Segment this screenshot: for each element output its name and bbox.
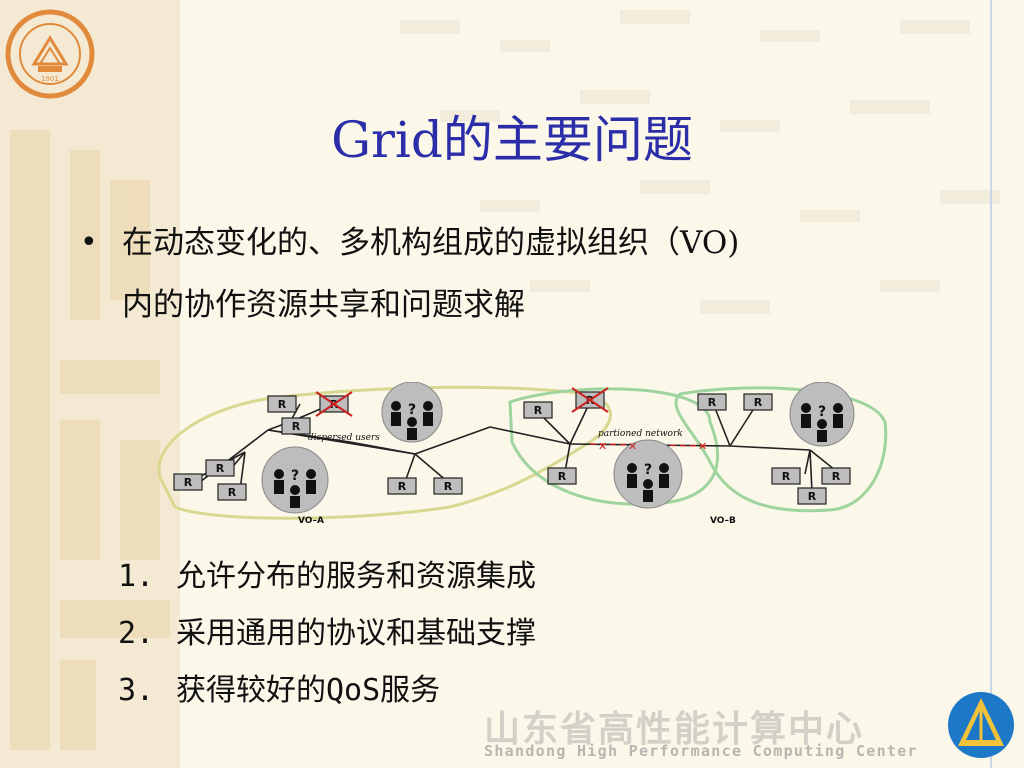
link-break-icon: ✕	[598, 440, 607, 453]
resource-label: R	[228, 486, 237, 499]
logo-year: 1901	[41, 75, 59, 83]
svg-text:?: ?	[291, 468, 299, 484]
svg-text:?: ?	[644, 462, 652, 478]
link-break-icon: ✕	[698, 440, 707, 453]
link-break-icon: ✕	[628, 440, 637, 453]
resource-label: R	[398, 480, 407, 493]
resource-label: R	[292, 420, 301, 433]
resource-label: R	[534, 404, 543, 417]
resource-label: R	[558, 470, 567, 483]
vo-a-label: VO–A	[298, 516, 324, 526]
user-group-node	[261, 446, 329, 514]
center-name-zh: 山东省高性能计算中心	[484, 709, 865, 750]
list-text: 允许分布的服务和资源集成	[176, 559, 536, 594]
list-number: 1.	[118, 559, 155, 594]
center-name-en: Shandong High Performance Computing Cent…	[484, 742, 918, 760]
computing-center-logo	[948, 692, 1014, 758]
bullet-line-1: 在动态变化的、多机构组成的虚拟组织（VO)	[122, 225, 740, 261]
bullet-icon: •	[80, 225, 98, 260]
university-logo: 1901	[5, 9, 95, 99]
resource-label: R	[444, 480, 453, 493]
list-number: 2.	[118, 616, 155, 651]
partioned-network-label: partioned network	[598, 429, 683, 439]
resource-label: R	[278, 398, 287, 411]
vo-b-label: VO–B	[710, 516, 736, 526]
list-number: 3.	[118, 673, 155, 708]
numbered-list: 1. 允许分布的服务和资源集成 2. 采用通用的协议和基础支撑 3. 获得较好的QoS…	[118, 548, 818, 719]
resource-label: R	[216, 462, 225, 475]
bullet-line-2: 内的协作资源共享和问题求解	[122, 287, 525, 323]
svg-text:?: ?	[818, 404, 826, 420]
vo-a-green-outline	[508, 387, 719, 506]
resource-label: R	[754, 396, 763, 409]
user-group-node	[381, 382, 443, 443]
virtual-organization-diagram: ?? ?? R R R R R R R R R R R	[157, 382, 888, 526]
resource-label: R	[832, 470, 841, 483]
list-text: 采用通用的协议和基础支撑	[176, 616, 536, 651]
resource-label: R	[184, 476, 193, 489]
bullet-point: • 在动态变化的、多机构组成的虚拟组织（VO) 内的协作资源共享和问题求解	[80, 212, 940, 336]
list-item: 1. 允许分布的服务和资源集成	[118, 548, 818, 605]
list-item: 3. 获得较好的QoS服务	[118, 662, 818, 719]
list-text: 获得较好的QoS服务	[176, 673, 441, 708]
slide-edge-bar	[990, 0, 992, 768]
slide-title: Grid的主要问题	[331, 111, 693, 169]
user-group-node	[789, 382, 855, 447]
resource-label: R	[782, 470, 791, 483]
resource-label: R	[808, 490, 817, 503]
dispersed-users-label: dispersed users	[308, 433, 380, 443]
list-item: 2. 采用通用的协议和基础支撑	[118, 605, 818, 662]
user-group-node	[613, 439, 683, 509]
resource-label: R	[708, 396, 717, 409]
svg-text:?: ?	[408, 402, 416, 418]
